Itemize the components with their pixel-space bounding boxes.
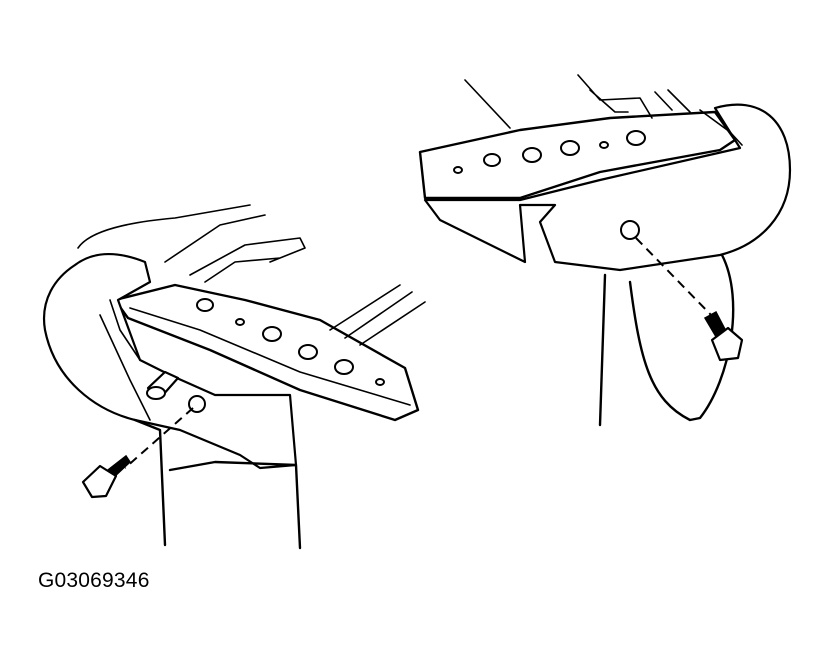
right-screw-icon <box>703 310 744 362</box>
right-trim-screw-hole <box>620 220 640 240</box>
left-screw-icon <box>81 454 131 499</box>
left-trim-inner-panel <box>99 299 151 421</box>
right-rail-holes <box>453 130 646 174</box>
left-rail-holes <box>196 298 385 386</box>
left-cushion-outline <box>77 204 251 249</box>
figure-id-label: G03069346 <box>38 569 150 592</box>
right-screw-alignment-line <box>635 237 715 319</box>
right-trim-top-edge <box>699 109 743 146</box>
right-lower-shroud <box>598 253 735 427</box>
right-side-trim-cover <box>423 103 792 272</box>
left-seat-side-view <box>42 204 426 550</box>
left-seat-frame-wire <box>164 214 426 346</box>
left-screw-alignment-line <box>124 407 194 469</box>
right-seat-frame-wire <box>464 74 691 129</box>
left-side-trim-cover <box>42 253 298 470</box>
left-seat-track-rail <box>113 283 420 422</box>
left-rail-inner-edge <box>129 307 411 406</box>
right-seat-side-view <box>418 74 792 427</box>
right-seat-track-rail <box>418 110 737 200</box>
left-lower-shroud <box>133 418 302 550</box>
left-locating-pin <box>146 370 180 400</box>
